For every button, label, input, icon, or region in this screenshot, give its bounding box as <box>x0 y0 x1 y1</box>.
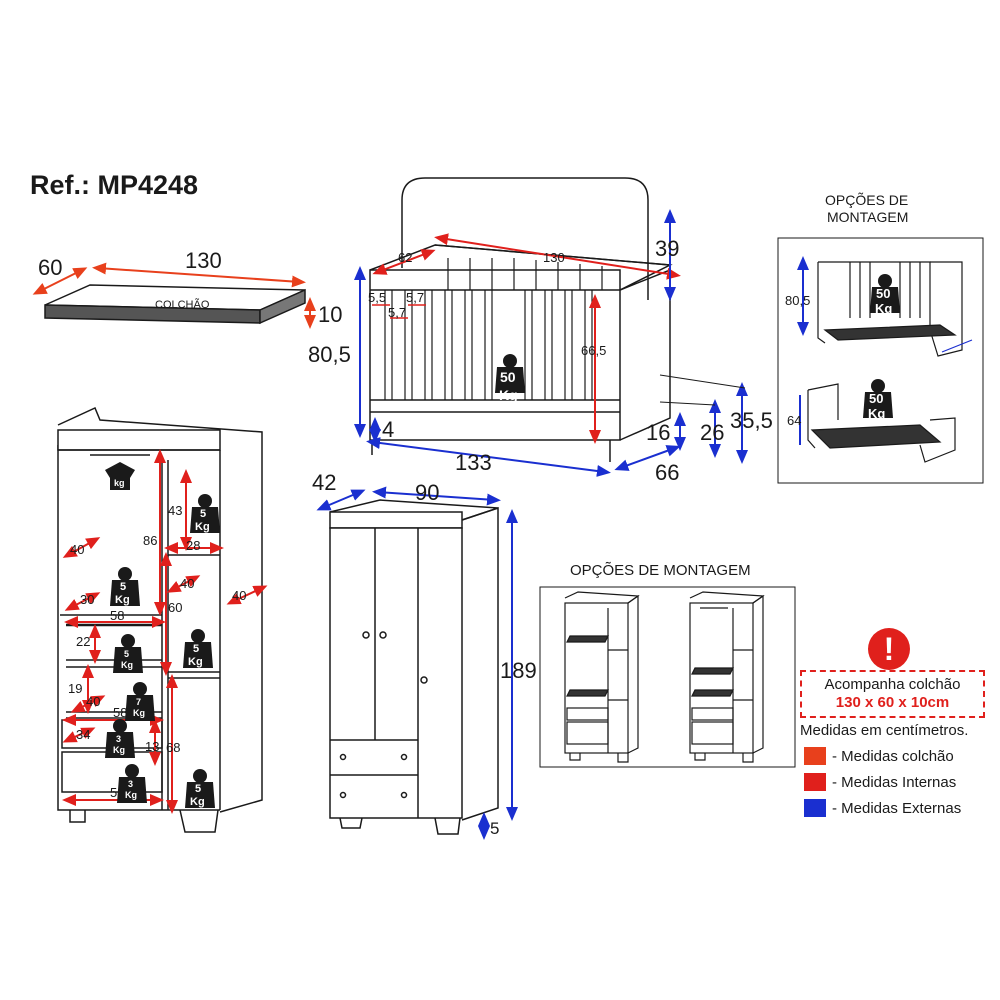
crib-slat-b: 5,7 <box>388 305 406 320</box>
wardrobe-weight-2-unit: Kg <box>115 594 130 606</box>
open-wardrobe-h13: 13 <box>145 739 159 754</box>
crib-slat-a: 5,5 <box>368 290 386 305</box>
crib-inner-width: 130 <box>543 250 565 265</box>
legend-swatch-internas <box>804 773 826 791</box>
legend-swatch-colchao <box>804 747 826 765</box>
wardrobe-weight-7-unit: Kg <box>125 790 137 800</box>
mattress-included-box: Acompanha colchão 130 x 60 x 10cm <box>800 670 985 718</box>
open-wardrobe-h68: 68 <box>166 740 180 755</box>
crib-option-2-drawing <box>807 383 956 463</box>
wardrobe-weight-6-unit: Kg <box>113 745 125 755</box>
legend-item-colchao: - Medidas colchão <box>804 747 985 765</box>
closed-wardrobe-foot: 5 <box>490 819 499 838</box>
open-wardrobe-d40-side: 40 <box>232 588 246 603</box>
open-wardrobe-h43: 43 <box>168 503 182 518</box>
reference-title: Ref.: MP4248 <box>30 170 199 200</box>
wardrobe-weight-1-value: 5 <box>200 508 206 520</box>
crib-option-2-weight-value: 50 <box>869 391 883 406</box>
crib-option-1-weight-unit: Kg <box>875 301 892 316</box>
mattress-width-label: 130 <box>185 248 222 273</box>
open-wardrobe-d40-low: 40 <box>86 694 100 709</box>
legend-label-internas: - Medidas Internas <box>832 773 957 791</box>
hanger-weight-unit: kg <box>114 478 125 488</box>
crib-foot-height: 4 <box>382 417 394 442</box>
legend-item-internas: - Medidas Internas <box>804 773 985 791</box>
wardrobe-weight-2-value: 5 <box>120 581 126 593</box>
wardrobe-option-2-drawing <box>689 591 765 763</box>
closed-wardrobe-depth: 42 <box>312 470 336 495</box>
mattress-depth-label: 60 <box>38 255 62 280</box>
open-wardrobe-drawing <box>57 406 263 833</box>
open-wardrobe-d30: 30 <box>80 592 94 607</box>
units-note: Medidas em centímetros. <box>800 722 969 739</box>
legend-item-externas: - Medidas Externas <box>804 799 985 817</box>
crib-option-2-height: 64 <box>787 413 801 428</box>
open-wardrobe-w28: 28 <box>186 538 200 553</box>
crib-height: 80,5 <box>308 342 351 367</box>
legend-label-externas: - Medidas Externas <box>832 799 962 817</box>
wardrobe-weight-3-unit: Kg <box>188 656 203 668</box>
crib-options-title-2: MONTAGEM <box>827 209 908 225</box>
closed-wardrobe-height: 189 <box>500 658 537 683</box>
crib-width: 133 <box>455 450 492 475</box>
wardrobe-weight-3-value: 5 <box>193 643 199 655</box>
crib-depth: 66 <box>655 460 679 485</box>
crib-dimension-lines <box>354 209 748 477</box>
crib-drawing <box>369 177 673 462</box>
crib-option-1-height: 80,5 <box>785 293 810 308</box>
wardrobe-options-panel <box>539 586 796 768</box>
mattress-drawing <box>32 262 316 329</box>
crib-options-panel <box>777 237 984 484</box>
open-wardrobe-w58-a: 58 <box>110 608 124 623</box>
wardrobe-weight-5-unit: Kg <box>133 708 145 718</box>
wardrobe-options-title: OPÇÕES DE MONTAGEM <box>570 562 751 579</box>
mattress-height-label: 10 <box>318 302 342 327</box>
crib-option-1-weight-value: 50 <box>876 286 890 301</box>
crib-h35: 35,5 <box>730 408 773 433</box>
open-wardrobe-h19: 19 <box>68 681 82 696</box>
crib-options-title-1: OPÇÕES DE <box>825 192 908 208</box>
legend-swatch-externas <box>804 799 826 817</box>
crib-option-2-weight-unit: Kg <box>868 406 885 421</box>
legend-label-colchao: - Medidas colchão <box>832 747 954 765</box>
open-wardrobe-dimensions <box>62 449 268 814</box>
crib-slat-c: 5,7 <box>406 290 424 305</box>
crib-inner-height: 66,5 <box>581 343 606 358</box>
closed-wardrobe-width: 90 <box>415 480 439 505</box>
hanger-shirt-icon <box>105 462 135 490</box>
crib-h26: 26 <box>700 420 724 445</box>
crib-inner-depth: 62 <box>398 250 412 265</box>
mattress-label: COLCHÃO <box>155 298 210 311</box>
wardrobe-option-1-drawing <box>564 591 640 763</box>
crib-h16: 16 <box>646 420 670 445</box>
wardrobe-weight-7-value: 3 <box>128 779 133 789</box>
open-wardrobe-d34: 34 <box>76 727 90 742</box>
open-wardrobe-h22: 22 <box>76 634 90 649</box>
wardrobe-weight-4-unit: Kg <box>121 660 133 670</box>
open-wardrobe-h60: 60 <box>168 600 182 615</box>
wardrobe-weight-8-value: 5 <box>195 783 201 795</box>
wardrobe-weight-8-unit: Kg <box>190 796 205 808</box>
wardrobe-weight-6-value: 3 <box>116 734 121 744</box>
legend: Acompanha colchão 130 x 60 x 10cm Medida… <box>800 660 985 825</box>
crib-weight-value: 50 <box>500 369 516 385</box>
wardrobe-weight-1-unit: Kg <box>195 521 210 533</box>
mattress-included-text: Acompanha colchão <box>824 676 961 693</box>
mattress-included-size: 130 x 60 x 10cm <box>835 694 950 711</box>
closed-wardrobe-dimensions <box>316 486 518 840</box>
open-wardrobe-w58-b: 58 <box>113 705 127 720</box>
closed-wardrobe-drawing <box>329 499 499 835</box>
open-wardrobe-h86: 86 <box>143 533 157 548</box>
crib-option-1-drawing <box>817 261 973 357</box>
wardrobe-weight-5-value: 7 <box>136 697 141 707</box>
crib-top-height: 39 <box>655 236 679 261</box>
open-wardrobe-d40-mid: 40 <box>180 576 194 591</box>
open-wardrobe-d40-top: 40 <box>70 542 84 557</box>
crib-weight-unit: Kg <box>499 387 518 403</box>
exclamation-icon: ! <box>868 628 910 670</box>
wardrobe-weight-4-value: 5 <box>124 649 129 659</box>
